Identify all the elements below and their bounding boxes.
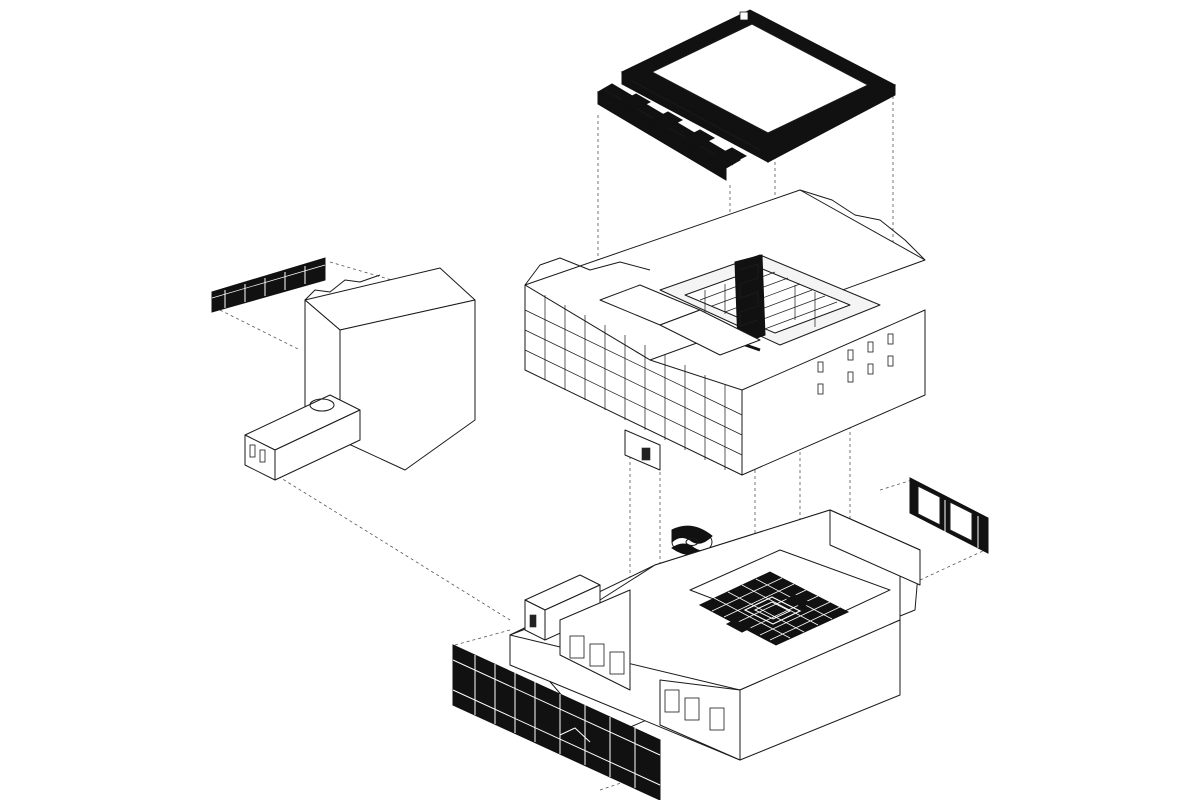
annex-facade-strip — [211, 257, 326, 313]
spiral-stair — [671, 525, 713, 556]
roof-frame — [597, 9, 897, 181]
podium-facade-elevation — [452, 644, 661, 800]
main-courtyard-building — [524, 189, 926, 476]
main-facade-windows — [524, 295, 743, 470]
atrium-grid — [698, 571, 850, 646]
podium-windows — [529, 614, 725, 731]
annex-building — [244, 267, 476, 481]
right-facade-panel — [909, 477, 989, 554]
right-facade-windows — [817, 333, 894, 395]
